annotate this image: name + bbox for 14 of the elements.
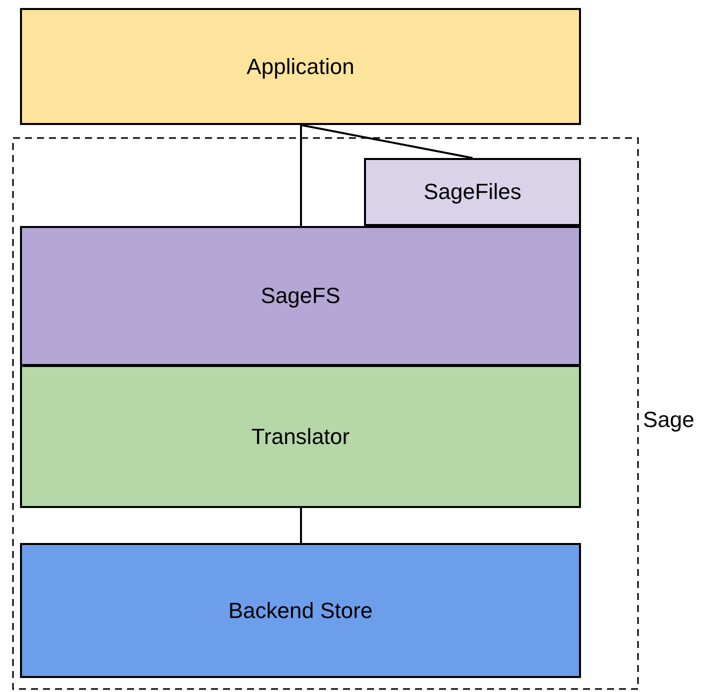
- connector-line: [300, 508, 302, 543]
- layer-box: [20, 365, 581, 508]
- connector-line: [300, 125, 302, 226]
- layer-label: SageFiles: [424, 179, 522, 205]
- layer-box: [20, 8, 581, 125]
- layer-box: [20, 543, 581, 678]
- layer-label: Application: [246, 54, 354, 80]
- layer-label: Translator: [251, 424, 350, 450]
- layer-label: Backend Store: [228, 598, 373, 624]
- layer-box: [364, 158, 581, 226]
- group-title: Sage: [643, 407, 694, 433]
- layer-label: SageFS: [260, 283, 340, 309]
- connector-line: [300, 124, 473, 159]
- layer-box: [20, 226, 581, 366]
